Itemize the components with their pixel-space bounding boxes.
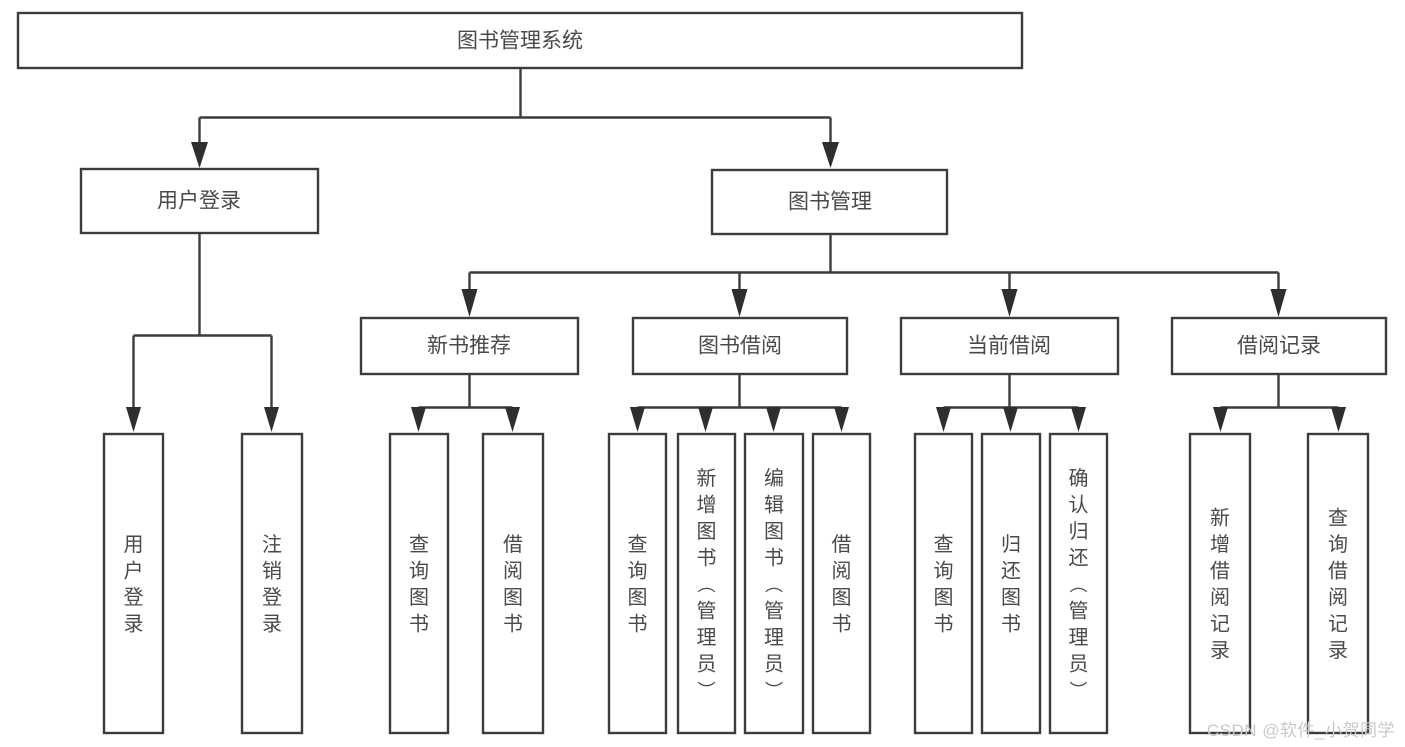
arrowhead-user-login — [191, 142, 208, 168]
node-leaf-user-login-box — [102, 432, 165, 735]
arrowhead-leaf-borrow-book-2 — [834, 407, 849, 432]
node-leaf-edit-book-box — [743, 432, 805, 735]
node-current-borrow-box — [899, 316, 1120, 376]
node-leaf-user-login-label: 用户登录 — [124, 534, 144, 636]
node-borrow-record-label: 借阅记录 — [1237, 335, 1321, 358]
node-new-book-recommend-label: 新书推荐 — [427, 335, 511, 358]
arrowhead-leaf-user-login — [126, 407, 141, 432]
node-user-login-box — [79, 167, 320, 235]
arrowhead-leaf-query-book-3 — [936, 407, 951, 432]
arrowhead-book-borrow — [731, 289, 748, 317]
node-leaf-query-book-2-label: 查询图书 — [628, 533, 648, 636]
node-leaf-user-login[interactable] — [102, 432, 165, 735]
node-leaf-query-book-1-box — [388, 432, 450, 735]
connectors — [126, 68, 1346, 432]
arrowhead-leaf-query-record — [1331, 407, 1346, 432]
leaf-vertical-labels: 用户登录 注销登录 查询图书 借阅图书 查询图书 新增图书︵管理员︶ 编辑图书︵管理员︶ 借阅… — [124, 467, 1349, 701]
node-root-book-management-system[interactable]: 图书管理系统 — [16, 11, 1024, 70]
node-leaf-borrow-book-1-box — [481, 432, 545, 735]
node-leaf-edit-book-label: 编辑图书︵管理员︶ — [764, 467, 784, 701]
node-borrow-record[interactable]: 借阅记录 — [1170, 316, 1388, 376]
node-book-manage[interactable]: 图书管理 — [710, 168, 949, 236]
node-leaf-borrow-book-1[interactable] — [481, 432, 545, 735]
arrowhead-borrow-record — [1270, 289, 1287, 317]
node-leaf-add-book-label: 新增图书︵管理员︶ — [697, 467, 717, 701]
node-root-label: 图书管理系统 — [457, 30, 583, 53]
node-leaf-return-book-box — [980, 432, 1042, 735]
node-user-login[interactable]: 用户登录 — [79, 167, 320, 235]
node-leaf-confirm-return-label: 确认归还︵管理员︶ — [1069, 467, 1089, 701]
node-leaf-query-record-label: 查询借阅记录 — [1328, 507, 1348, 663]
node-leaf-logout-login-label: 注销登录 — [262, 533, 282, 636]
node-leaf-logout-login-box — [240, 432, 304, 735]
arrowhead-book-manage — [822, 142, 839, 168]
node-leaf-confirm-return-box — [1048, 432, 1109, 735]
node-leaf-query-book-2-box — [607, 432, 668, 735]
node-borrow-record-box — [1170, 316, 1388, 376]
arrowhead-leaf-logout-login — [264, 407, 279, 432]
csdn-watermark: CSDN @软件_小贺同学 — [1206, 721, 1395, 740]
node-book-borrow[interactable]: 图书借阅 — [631, 316, 849, 376]
node-leaf-query-book-1-label: 查询图书 — [409, 533, 429, 636]
node-new-book-recommend-box — [359, 316, 580, 376]
arrowhead-leaf-query-book-1 — [411, 407, 426, 432]
node-current-borrow-label: 当前借阅 — [967, 335, 1051, 358]
node-leaf-return-book[interactable] — [980, 432, 1042, 735]
node-leaf-borrow-book-2-box — [811, 432, 872, 735]
node-book-borrow-box — [631, 316, 849, 376]
node-leaf-borrow-book-2[interactable] — [811, 432, 872, 735]
node-leaf-edit-book[interactable] — [743, 432, 805, 735]
arrowhead-leaf-add-book — [698, 407, 713, 432]
node-leaf-confirm-return[interactable] — [1048, 432, 1109, 735]
arrowhead-leaf-add-record — [1213, 407, 1228, 432]
node-leaf-add-book[interactable] — [676, 432, 737, 735]
arrowhead-current-borrow — [1001, 289, 1018, 317]
node-root-box — [16, 11, 1024, 70]
node-leaf-borrow-book-1-label: 借阅图书 — [503, 533, 523, 636]
arrowhead-leaf-return-book — [1003, 407, 1018, 432]
node-book-manage-box — [710, 168, 949, 236]
arrowhead-leaf-edit-book — [766, 407, 781, 432]
arrowhead-leaf-confirm-return — [1071, 407, 1086, 432]
arrowhead-leaf-query-book-2 — [630, 407, 645, 432]
node-leaf-add-record-box — [1188, 432, 1252, 735]
node-leaf-query-book-1[interactable] — [388, 432, 450, 735]
node-leaf-return-book-label: 归还图书 — [1001, 533, 1021, 636]
node-book-borrow-label: 图书借阅 — [698, 335, 782, 358]
arrowhead-leaf-borrow-book-1 — [505, 407, 520, 432]
node-current-borrow[interactable]: 当前借阅 — [899, 316, 1120, 376]
node-user-login-label: 用户登录 — [157, 190, 241, 213]
node-leaf-logout-login[interactable] — [240, 432, 304, 735]
node-leaf-query-book-3[interactable] — [913, 432, 974, 735]
node-leaf-query-book-3-label: 查询图书 — [934, 533, 954, 636]
node-leaf-query-record-box — [1306, 432, 1370, 735]
node-leaf-add-record[interactable] — [1188, 432, 1252, 735]
node-leaf-borrow-book-2-label: 借阅图书 — [832, 533, 852, 636]
node-new-book-recommend[interactable]: 新书推荐 — [359, 316, 580, 376]
node-leaf-query-book-3-box — [913, 432, 974, 735]
node-leaf-add-record-label: 新增借阅记录 — [1210, 507, 1230, 663]
node-leaf-query-book-2[interactable] — [607, 432, 668, 735]
node-leaf-query-record[interactable] — [1306, 432, 1370, 735]
arrowhead-new-book-recommend — [461, 289, 478, 317]
node-book-manage-label: 图书管理 — [788, 191, 872, 214]
node-leaf-add-book-box — [676, 432, 737, 735]
